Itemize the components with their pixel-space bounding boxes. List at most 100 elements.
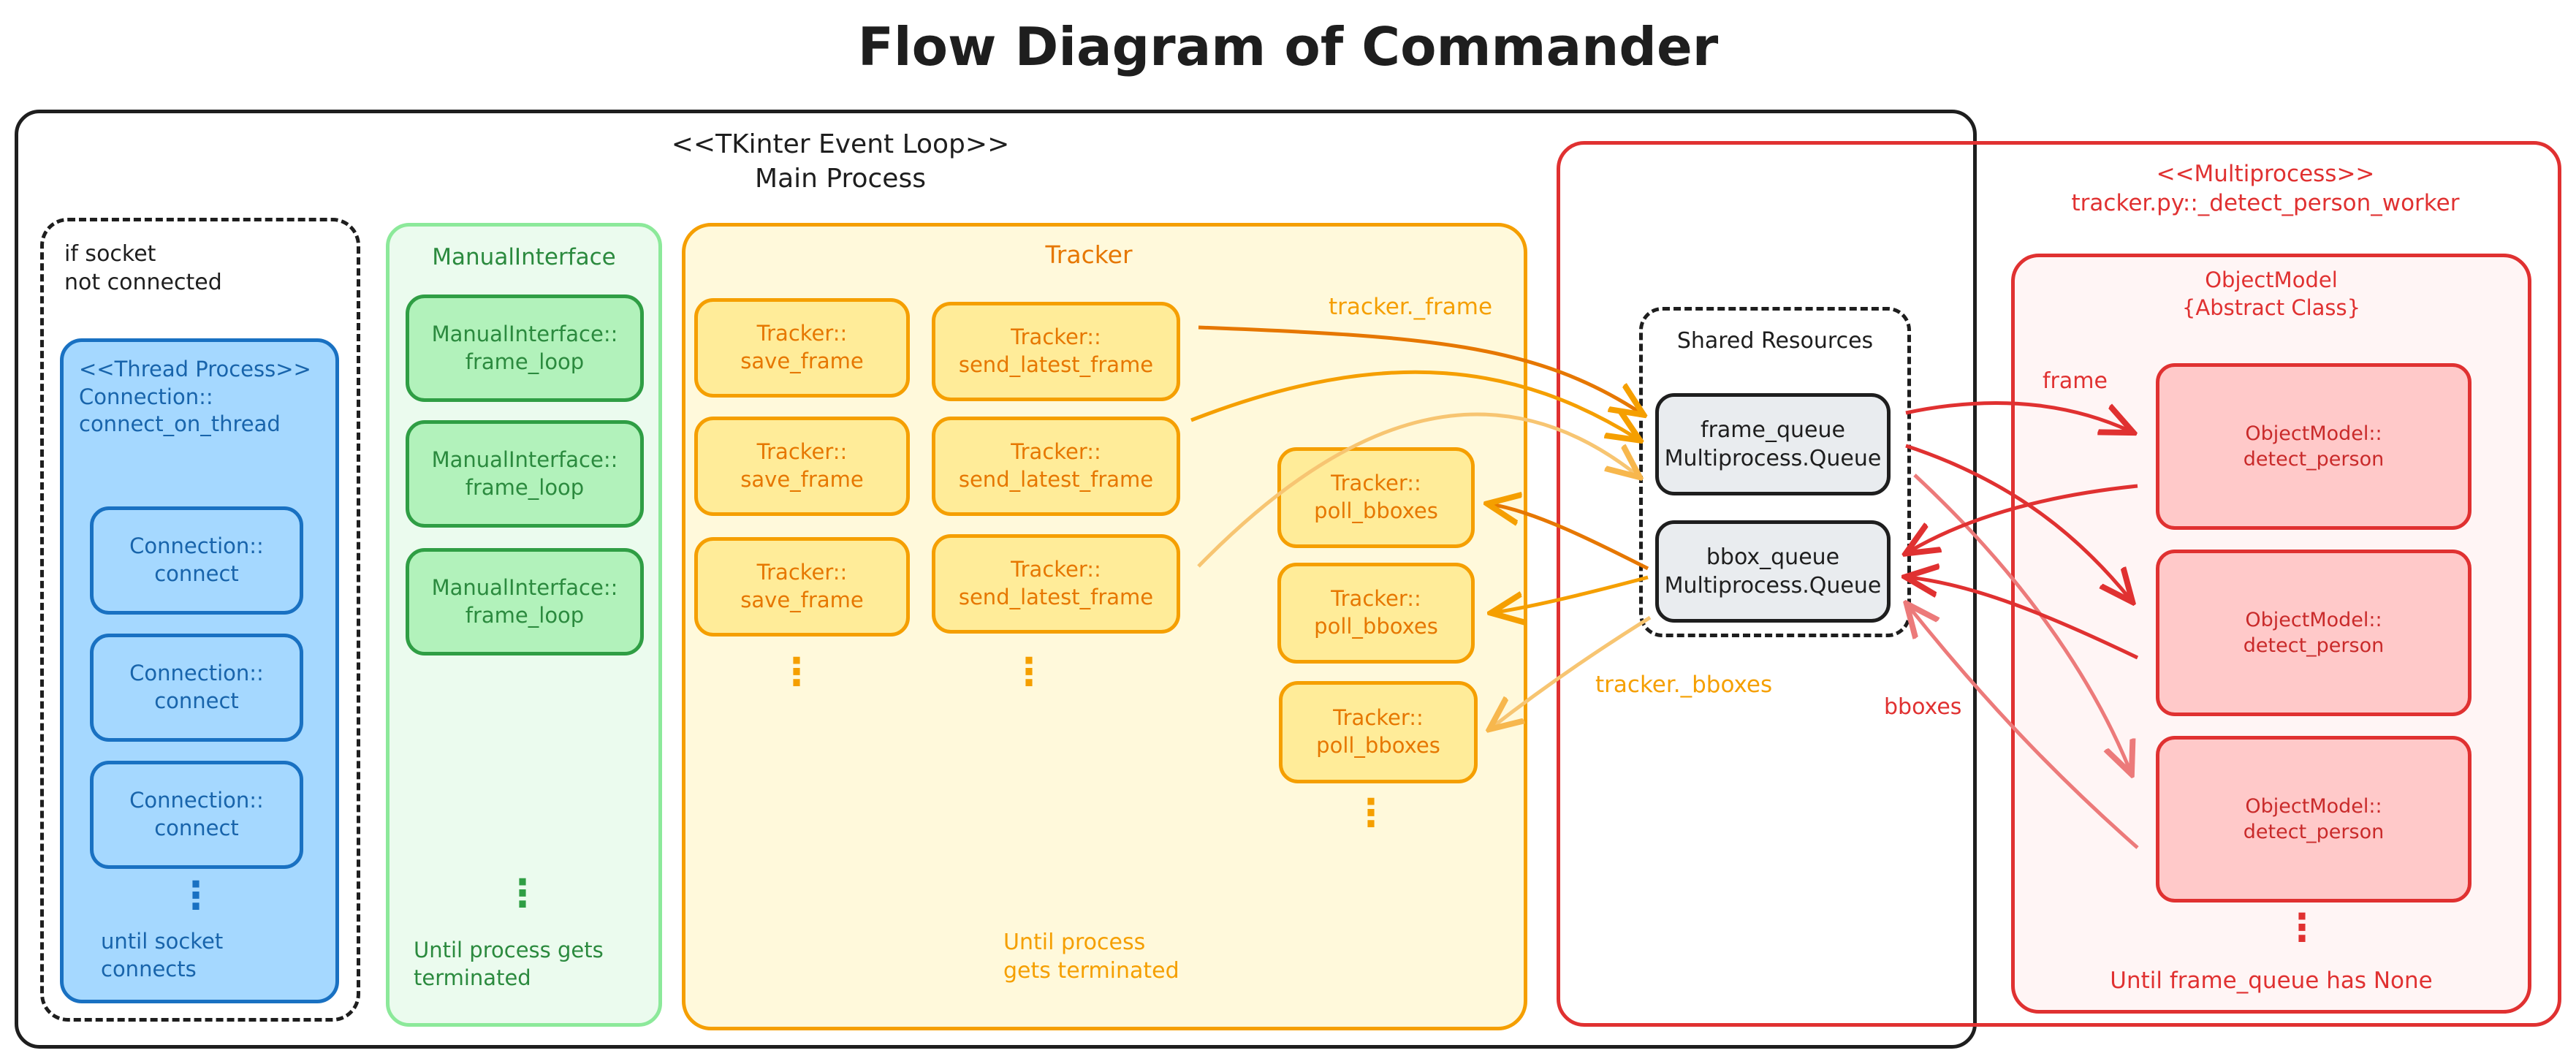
socket-group-label-line1: if socket bbox=[64, 241, 156, 267]
tracker-bboxes-label: tracker._bboxes bbox=[1595, 672, 1773, 698]
queue-name: frame_queue bbox=[1701, 417, 1845, 443]
node-class: Connection:: bbox=[129, 661, 264, 686]
node-class: Tracker:: bbox=[1011, 557, 1101, 582]
node-method: save_frame bbox=[740, 588, 864, 612]
connection-connect-node[interactable]: Connection:: connect bbox=[90, 506, 303, 615]
node-method: save_frame bbox=[740, 349, 864, 373]
queue-name: bbox_queue bbox=[1706, 544, 1840, 570]
connection-connect-node[interactable]: Connection:: connect bbox=[90, 634, 303, 742]
connection-connect-node[interactable]: Connection:: connect bbox=[90, 761, 303, 869]
node-class: Connection:: bbox=[129, 788, 264, 813]
thread-process-label: <<Thread Process>> Connection:: connect_… bbox=[79, 356, 311, 438]
node-method: frame_loop bbox=[465, 349, 585, 374]
main-process-stereotype: <<TKinter Event Loop>> bbox=[671, 129, 1010, 159]
node-class: Connection:: bbox=[129, 533, 264, 559]
node-method: poll_bboxes bbox=[1314, 614, 1438, 639]
node-class: Tracker:: bbox=[756, 321, 848, 346]
node-method: connect bbox=[154, 688, 239, 713]
multiprocess-worker: tracker.py::_detect_person_worker bbox=[2071, 190, 2460, 217]
node-method: connect bbox=[154, 561, 239, 586]
multiprocess-stereotype: <<Multiprocess>> bbox=[2156, 161, 2375, 187]
tracker-poll-bboxes-node[interactable]: Tracker:: poll_bboxes bbox=[1279, 681, 1478, 783]
thread-process-footer: until socket connects bbox=[101, 928, 223, 983]
tracker-send-latest-frame-node[interactable]: Tracker:: send_latest_frame bbox=[932, 534, 1180, 634]
socket-group-label: if socket not connected bbox=[64, 240, 222, 297]
more-connections-indicator: ⋮ bbox=[177, 874, 215, 918]
object-model-abstract: {Abstract Class} bbox=[2181, 294, 2361, 320]
tracker-send-latest-frame-node[interactable]: Tracker:: send_latest_frame bbox=[932, 302, 1180, 401]
diagram-title: Flow Diagram of Commander bbox=[857, 16, 1719, 77]
node-method: detect_person bbox=[2243, 448, 2385, 471]
tracker-poll-bboxes-node[interactable]: Tracker:: poll_bboxes bbox=[1277, 563, 1475, 664]
object-model-label: ObjectModel {Abstract Class} bbox=[2011, 267, 2531, 322]
more-frame-loops-indicator: ⋮ bbox=[504, 872, 542, 916]
node-method: poll_bboxes bbox=[1314, 498, 1438, 523]
thread-footer-line1: until socket bbox=[101, 929, 224, 954]
tracker-label: Tracker bbox=[1045, 240, 1133, 269]
queue-type: Multiprocess.Queue bbox=[1664, 573, 1882, 598]
frame-queue-node[interactable]: frame_queue Multiprocess.Queue bbox=[1655, 393, 1891, 495]
node-method: poll_bboxes bbox=[1316, 733, 1440, 758]
multiprocess-bboxes-label: bboxes bbox=[1884, 694, 1962, 720]
shared-resources-label: Shared Resources bbox=[1676, 328, 1874, 354]
node-method: frame_loop bbox=[465, 474, 585, 500]
node-class: Tracker:: bbox=[1011, 439, 1101, 465]
node-class: ObjectModel:: bbox=[2245, 422, 2382, 445]
tracker-send-latest-frame-node[interactable]: Tracker:: send_latest_frame bbox=[932, 417, 1180, 516]
thread-footer-line2: connects bbox=[101, 956, 197, 981]
node-method: send_latest_frame bbox=[958, 467, 1154, 492]
node-class: ManualInterface:: bbox=[431, 574, 618, 600]
multiprocess-label: <<Multiprocess>> tracker.py::_detect_per… bbox=[1973, 159, 2558, 218]
object-model-detect-person-node[interactable]: ObjectModel:: detect_person bbox=[2156, 550, 2471, 716]
tracker-footer-line2: gets terminated bbox=[1003, 958, 1179, 984]
node-method: send_latest_frame bbox=[958, 585, 1154, 609]
node-method: connect bbox=[154, 816, 239, 840]
bbox-queue-node[interactable]: bbox_queue Multiprocess.Queue bbox=[1655, 520, 1891, 623]
object-model-detect-person-node[interactable]: ObjectModel:: detect_person bbox=[2156, 736, 2471, 902]
tracker-save-frame-node[interactable]: Tracker:: save_frame bbox=[694, 417, 910, 516]
manual-interface-frame-loop-node[interactable]: ManualInterface:: frame_loop bbox=[406, 294, 644, 402]
object-model-name: ObjectModel bbox=[2205, 267, 2338, 292]
tracker-save-frame-node[interactable]: Tracker:: save_frame bbox=[694, 298, 910, 398]
node-class: ObjectModel:: bbox=[2245, 608, 2382, 631]
socket-group-label-line2: not connected bbox=[64, 270, 222, 295]
main-process-name: Main Process bbox=[755, 163, 926, 194]
node-class: ObjectModel:: bbox=[2245, 794, 2382, 818]
node-class: Tracker:: bbox=[1331, 471, 1421, 496]
multiprocess-frame-label: frame bbox=[2043, 368, 2108, 394]
tracker-frame-label: tracker._frame bbox=[1329, 294, 1493, 320]
queue-type: Multiprocess.Queue bbox=[1664, 446, 1882, 471]
tracker-save-frame-node[interactable]: Tracker:: save_frame bbox=[694, 537, 910, 636]
node-method: send_latest_frame bbox=[958, 352, 1154, 377]
object-model-detect-person-node[interactable]: ObjectModel:: detect_person bbox=[2156, 363, 2471, 530]
more-save-frames-indicator: ⋮ bbox=[778, 650, 816, 694]
manual-interface-frame-loop-node[interactable]: ManualInterface:: frame_loop bbox=[406, 420, 644, 528]
manual-footer-line1: Until process gets bbox=[414, 938, 604, 962]
main-process-label: <<TKinter Event Loop>> Main Process bbox=[512, 128, 1169, 197]
tracker-footer: Until process gets terminated bbox=[1003, 928, 1179, 985]
socket-group-frame bbox=[40, 218, 360, 1022]
node-method: frame_loop bbox=[465, 602, 585, 628]
node-class: Tracker:: bbox=[756, 439, 848, 465]
node-method: detect_person bbox=[2243, 634, 2385, 657]
node-class: Tracker:: bbox=[756, 560, 848, 585]
node-class: ManualInterface:: bbox=[431, 446, 618, 472]
manual-interface-footer: Until process gets terminated bbox=[414, 937, 604, 992]
node-class: Tracker:: bbox=[1011, 324, 1101, 350]
node-method: detect_person bbox=[2243, 821, 2385, 843]
object-model-footer: Until frame_queue has None bbox=[2110, 968, 2433, 994]
node-class: Tracker:: bbox=[1333, 705, 1424, 731]
node-class: ManualInterface:: bbox=[431, 321, 618, 346]
node-method: save_frame bbox=[740, 467, 864, 492]
more-poll-bboxes-indicator: ⋮ bbox=[1352, 791, 1390, 835]
manual-interface-label: ManualInterface bbox=[432, 244, 616, 270]
manual-interface-frame-loop-node[interactable]: ManualInterface:: frame_loop bbox=[406, 548, 644, 656]
node-class: Tracker:: bbox=[1331, 586, 1421, 612]
manual-footer-line2: terminated bbox=[414, 965, 531, 990]
tracker-footer-line1: Until process bbox=[1003, 930, 1146, 955]
tracker-poll-bboxes-node[interactable]: Tracker:: poll_bboxes bbox=[1277, 447, 1475, 548]
more-detect-person-indicator: ⋮ bbox=[2283, 906, 2321, 950]
thread-process-stereotype: <<Thread Process>> bbox=[79, 357, 311, 381]
more-send-frames-indicator: ⋮ bbox=[1010, 650, 1048, 694]
